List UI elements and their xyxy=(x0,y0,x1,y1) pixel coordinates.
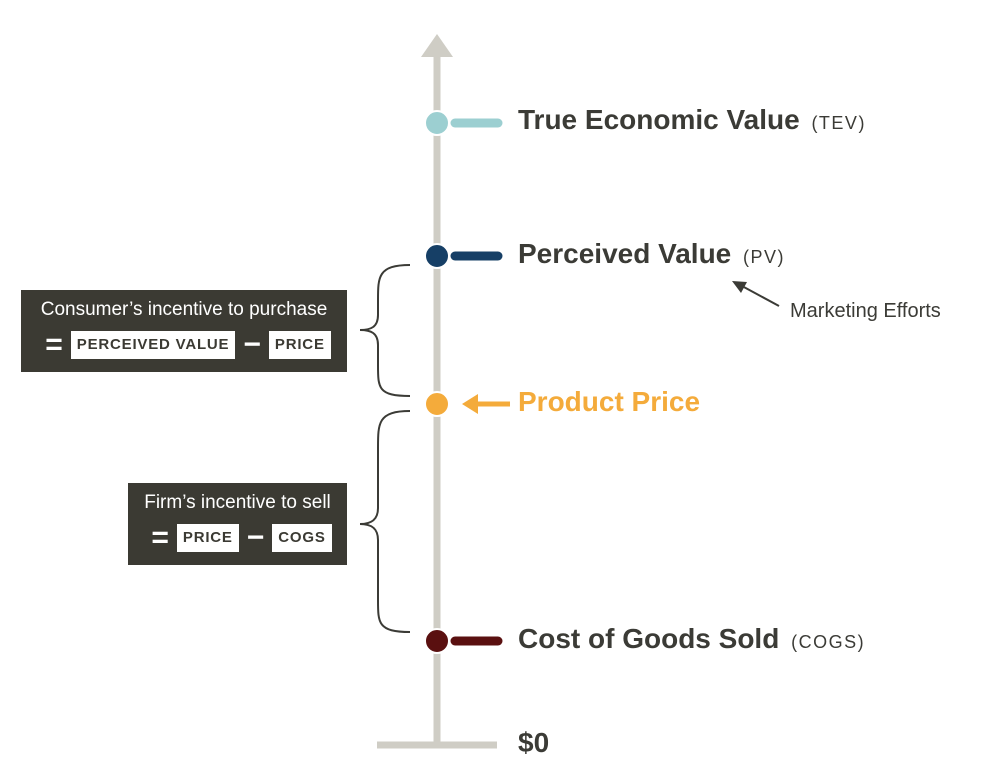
firm-incentive-box: Firm’s incentive to sell = PRICE − COGS xyxy=(128,483,347,565)
perceived-value-term: PERCEIVED VALUE xyxy=(70,331,236,359)
tev-marker xyxy=(424,110,450,136)
cogs-marker xyxy=(424,628,450,654)
price-label: Product Price xyxy=(518,386,700,418)
firm-incentive-title: Firm’s incentive to sell xyxy=(144,492,331,513)
consumer-incentive-title: Consumer’s incentive to purchase xyxy=(40,299,328,320)
tev-label-text: True Economic Value xyxy=(518,104,800,135)
zero-label: $0 xyxy=(518,727,549,759)
consumer-incentive-equation: = PERCEIVED VALUE − PRICE xyxy=(21,328,347,361)
consumer-brace xyxy=(359,264,411,397)
price-label-text: Product Price xyxy=(518,386,701,417)
pv-label: Perceived Value (PV) xyxy=(518,238,785,270)
tev-abbr: (TEV) xyxy=(811,113,866,133)
axis-arrowhead xyxy=(421,34,453,57)
zero-label-text: $0 xyxy=(518,727,550,758)
price-arrow-head xyxy=(462,394,478,414)
cogs-term: COGS xyxy=(272,524,332,552)
consumer-incentive-box: Consumer’s incentive to purchase = PERCE… xyxy=(21,290,347,372)
firm-brace xyxy=(359,410,411,633)
equals-sign: = xyxy=(151,521,169,554)
minus-sign: − xyxy=(243,328,261,361)
price-marker xyxy=(424,391,450,417)
cogs-label-text: Cost of Goods Sold xyxy=(518,623,780,654)
marketing-efforts-label: Marketing Efforts xyxy=(790,300,941,322)
price-term: PRICE xyxy=(176,524,239,552)
price-term: PRICE xyxy=(268,331,331,359)
cogs-abbr: (COGS) xyxy=(791,632,866,652)
tev-label: True Economic Value (TEV) xyxy=(518,104,866,136)
firm-incentive-equation: = PRICE − COGS xyxy=(128,521,347,554)
marketing-arrow-shaft xyxy=(741,285,780,307)
pv-abbr: (PV) xyxy=(743,247,786,267)
pv-marker xyxy=(424,243,450,269)
cogs-label: Cost of Goods Sold (COGS) xyxy=(518,623,865,655)
pv-label-text: Perceived Value xyxy=(518,238,732,269)
minus-sign: − xyxy=(246,521,265,554)
equals-sign: = xyxy=(45,328,63,361)
marketing-arrow-head xyxy=(732,281,747,293)
